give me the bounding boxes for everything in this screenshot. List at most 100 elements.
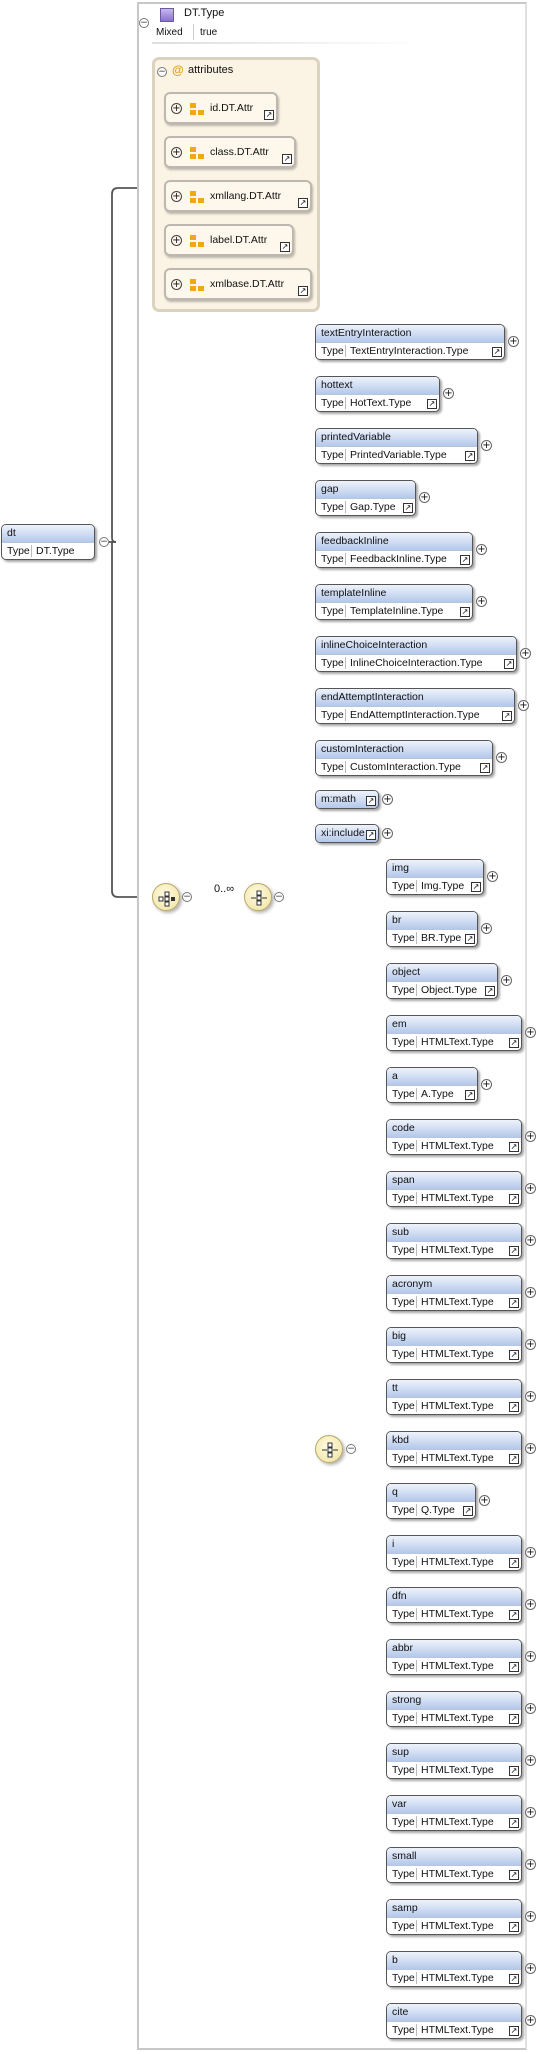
attribute-id-dt-attr[interactable]: +id.DT.Attr↗ [164,92,278,124]
expand-icon[interactable]: + [382,794,393,805]
expand-icon[interactable]: + [487,871,498,882]
expand-icon[interactable]: + [525,1287,536,1298]
choice-icon [322,1442,338,1458]
collapse-choice-2-toggle[interactable]: − [346,1444,356,1454]
expand-icon[interactable]: + [525,1547,536,1558]
reference-arrow-icon: ↗ [460,607,470,617]
expand-icon[interactable]: + [419,492,430,503]
type-value: TemplateInline.Type [350,605,444,617]
expand-icon[interactable]: + [525,1755,536,1766]
expand-icon[interactable]: + [476,596,487,607]
expand-icon[interactable]: + [525,1443,536,1454]
expand-icon[interactable]: + [476,544,487,555]
expand-icon[interactable]: + [525,1027,536,1038]
expand-icon[interactable]: + [443,388,454,399]
attribute-label-dt-attr[interactable]: +label.DT.Attr↗ [164,224,294,256]
expand-icon[interactable]: + [481,440,492,451]
expand-icon[interactable]: + [525,1183,536,1194]
attribute-class-dt-attr[interactable]: +class.DT.Attr↗ [164,136,296,168]
reference-arrow-icon: ↗ [504,659,514,669]
choice-compositor-1[interactable] [244,883,272,911]
expand-icon[interactable]: + [525,1391,536,1402]
expand-icon[interactable]: + [518,700,529,711]
expand-icon[interactable]: + [171,103,182,114]
expand-icon[interactable]: + [525,1963,536,1974]
element-name: strong [387,1692,521,1710]
expand-icon[interactable]: + [525,1131,536,1142]
reference-arrow-icon: ↗ [509,1558,519,1568]
attribute-xmllang-dt-attr[interactable]: +xmllang.DT.Attr↗ [164,180,312,212]
type-value: BR.Type [421,932,462,944]
expand-icon[interactable]: + [520,648,531,659]
expand-icon[interactable]: + [171,191,182,202]
expand-icon[interactable]: + [501,975,512,986]
choice1-element-m-math[interactable]: m:math↗ [315,790,379,809]
expand-icon[interactable]: + [481,1079,492,1090]
expand-icon[interactable]: + [525,1235,536,1246]
expand-icon[interactable]: + [508,336,519,347]
expand-icon[interactable]: + [481,923,492,934]
expand-icon[interactable]: + [525,1599,536,1610]
expand-icon[interactable]: + [525,1911,536,1922]
element-name: tt [387,1380,521,1398]
root-element-name: dt [2,525,94,543]
expand-icon[interactable]: + [496,752,507,763]
expand-icon[interactable]: + [382,828,393,839]
sequence-compositor[interactable] [152,883,180,911]
expand-icon[interactable]: + [525,1807,536,1818]
collapse-type-toggle[interactable]: − [139,18,149,28]
expand-icon[interactable]: + [171,235,182,246]
type-value: Object.Type [421,984,478,996]
collapse-sequence-toggle[interactable]: − [182,892,192,902]
expand-icon[interactable]: + [525,1651,536,1662]
expand-icon[interactable]: + [525,1703,536,1714]
expand-icon[interactable]: + [525,2015,536,2026]
type-value: HTMLText.Type [421,2024,494,2036]
attribute-xmlbase-dt-attr[interactable]: +xmlbase.DT.Attr↗ [164,268,312,300]
type-value: HTMLText.Type [421,1972,494,1984]
choice-compositor-2[interactable] [315,1435,343,1463]
collapse-choice-1-toggle[interactable]: − [274,892,284,902]
expand-icon[interactable]: + [525,1339,536,1350]
expand-icon[interactable]: + [525,1859,536,1870]
choice1-element-xi-include[interactable]: xi:include↗ [315,824,379,843]
collapse-root-toggle[interactable]: − [99,537,109,547]
expand-icon[interactable]: + [479,1495,490,1506]
collapse-attributes-toggle[interactable]: − [157,67,167,77]
expand-icon[interactable]: + [171,147,182,158]
expand-icon[interactable]: + [171,279,182,290]
